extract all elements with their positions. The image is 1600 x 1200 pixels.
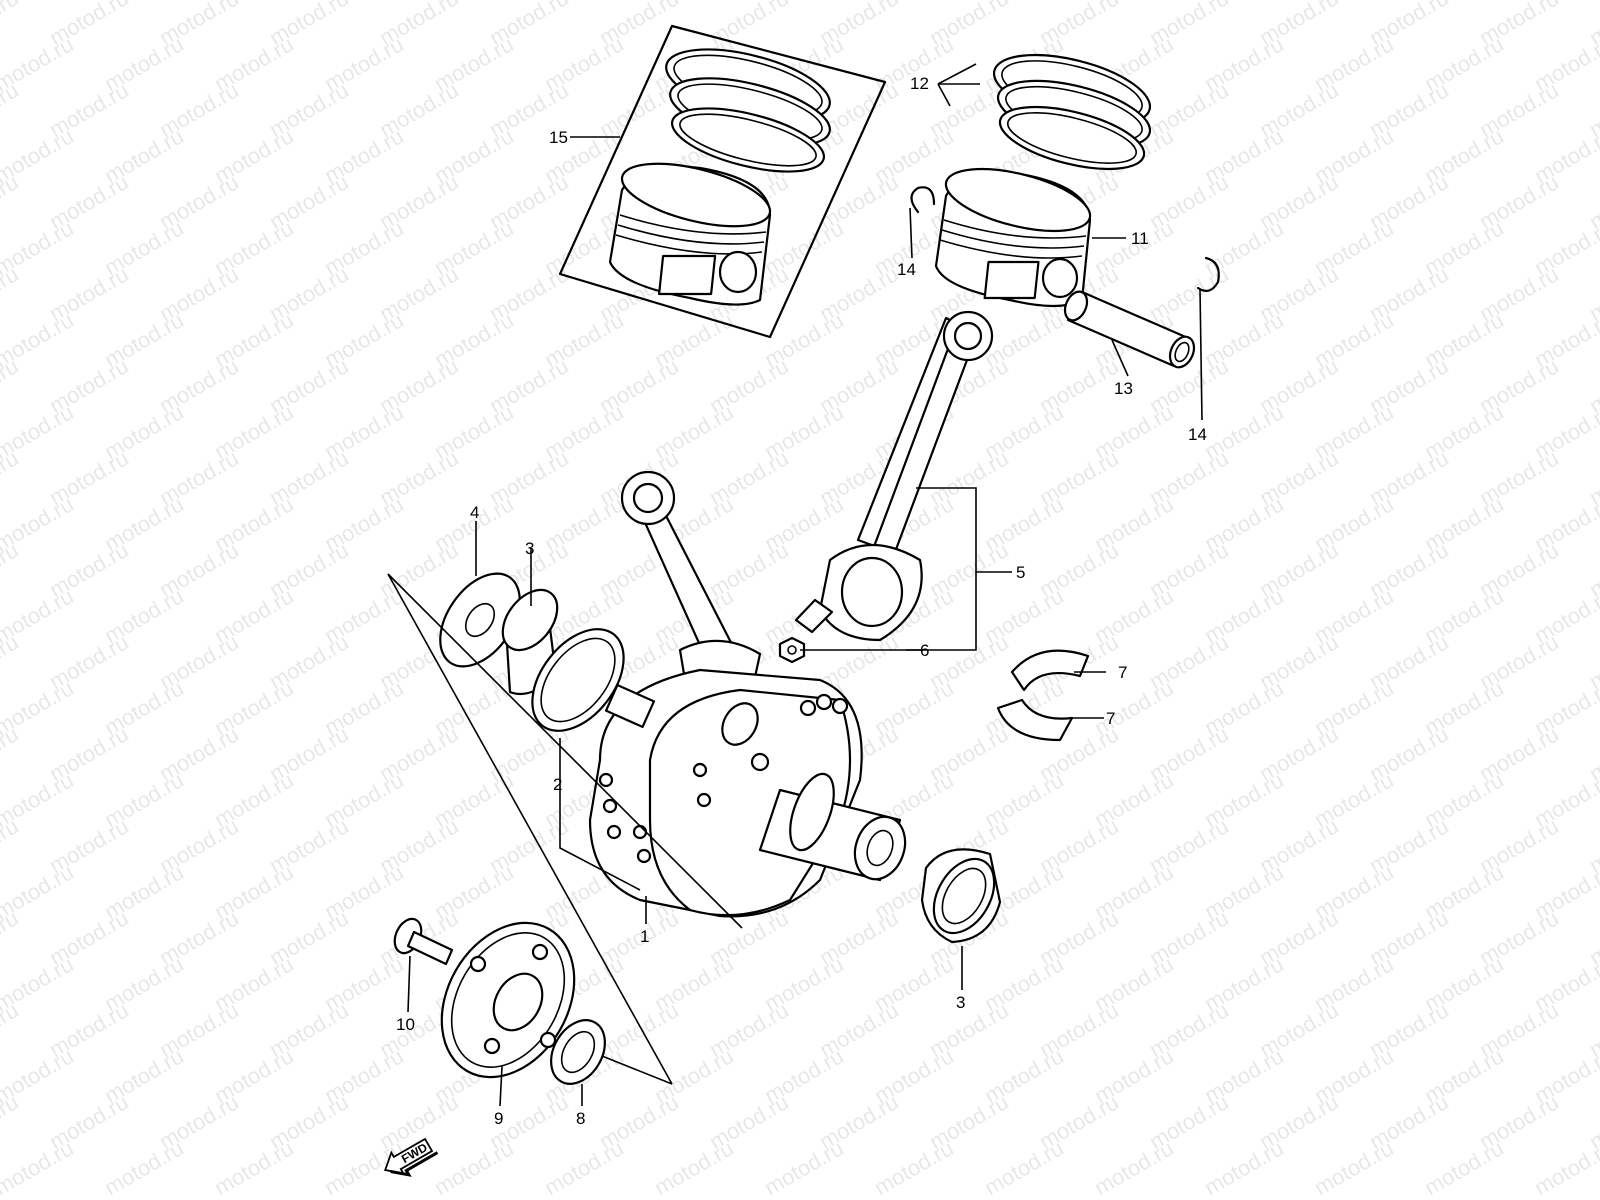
callout-10: 10 xyxy=(396,1015,415,1034)
watermark-text: motod.ru xyxy=(0,905,23,970)
callout-5: 5 xyxy=(1016,563,1025,582)
callout-7-upper: 7 xyxy=(1118,663,1127,682)
callout-6: 6 xyxy=(920,641,929,660)
watermark-text: motod.ru xyxy=(1530,1135,1600,1200)
callout-2: 2 xyxy=(553,775,562,794)
rod-bolt xyxy=(794,598,834,634)
rod-nut-6 xyxy=(778,636,806,664)
callout-4: 4 xyxy=(470,503,479,522)
callout-1: 1 xyxy=(640,927,649,946)
starter-driven-gear-group xyxy=(393,917,606,1085)
crank-gear xyxy=(789,772,835,852)
ring-2 xyxy=(531,628,625,732)
watermark-text: motod.ru xyxy=(0,721,23,786)
leader-lines xyxy=(407,63,1203,1107)
spline-end xyxy=(604,683,656,729)
bolt-10-shank xyxy=(406,930,454,966)
watermark-text: motod.ru xyxy=(870,1135,958,1200)
ring-12-oil xyxy=(998,105,1146,171)
pin-hole xyxy=(718,250,758,294)
watermark-text: motod.ru xyxy=(0,997,23,1062)
callout-11: 11 xyxy=(1131,229,1149,248)
callout-14-lower: 14 xyxy=(1188,425,1207,444)
callout-7-lower: 7 xyxy=(1106,709,1115,728)
piston-pin-13 xyxy=(1063,290,1196,369)
piston-set-frame xyxy=(558,24,887,339)
conrod-bearings-7 xyxy=(996,649,1090,742)
assembly-axis-line xyxy=(387,573,743,929)
watermark-text: motod.ru xyxy=(210,1135,298,1200)
watermark-text: motod.ru xyxy=(1420,1135,1508,1200)
callout-labels: 15 12 11 14 13 14 5 6 7 7 4 3 2 1 3 10 9… xyxy=(396,74,1207,1128)
right-bearing-3 xyxy=(920,848,1002,944)
watermark-text: motod.ru xyxy=(1200,1135,1288,1200)
watermark-text: motod.ru xyxy=(0,445,23,510)
watermark-text: motod.ru xyxy=(760,1135,848,1200)
circlip-upper xyxy=(910,186,936,214)
callout-8: 8 xyxy=(576,1109,585,1128)
callout-15: 15 xyxy=(549,128,568,147)
watermark-text: motod.ru xyxy=(0,77,23,142)
watermark-text: motod.ru xyxy=(0,1135,78,1200)
oil-ring xyxy=(670,107,826,173)
watermark-text: motod.ru xyxy=(0,169,23,234)
watermark-text: motod.ru xyxy=(0,629,23,694)
watermark-text: motod.ru xyxy=(0,353,23,418)
watermark-text: motod.ru xyxy=(0,0,23,50)
watermark-text: motod.ru xyxy=(1090,1135,1178,1200)
watermark-text: motod.ru xyxy=(0,813,23,878)
watermark-text: motod.ru xyxy=(0,537,23,602)
assembly-lower-line xyxy=(387,573,673,1085)
watermark-text: motod.ru xyxy=(0,1089,23,1154)
callout-14-upper: 14 xyxy=(897,260,916,279)
shaft-end xyxy=(853,815,907,881)
watermark-text: motod.ru xyxy=(100,1135,188,1200)
circlip-lower xyxy=(1196,256,1220,293)
watermark-text: motod.ru xyxy=(0,261,23,326)
callout-12: 12 xyxy=(910,74,929,93)
watermark-text: motod.ru xyxy=(430,1135,518,1200)
watermark-text: motod.ru xyxy=(1310,1135,1398,1200)
watermark-text: motod.ru xyxy=(650,1135,738,1200)
piston-11 xyxy=(934,167,1092,308)
callout-3-right: 3 xyxy=(956,993,965,1012)
piston-rings-12 xyxy=(992,53,1152,171)
left-bearing-group xyxy=(439,572,625,732)
watermark-text: motod.ru xyxy=(540,1135,628,1200)
crankshaft-1 xyxy=(588,470,907,918)
callout-3-left: 3 xyxy=(525,539,534,558)
watermark-text: motod.ru xyxy=(980,1135,1068,1200)
callout-9: 9 xyxy=(494,1109,503,1128)
piston-set-assembly xyxy=(558,24,887,339)
piston-pin-boss xyxy=(657,254,717,296)
callout-13: 13 xyxy=(1114,379,1133,398)
connecting-rod-5 xyxy=(794,310,994,642)
